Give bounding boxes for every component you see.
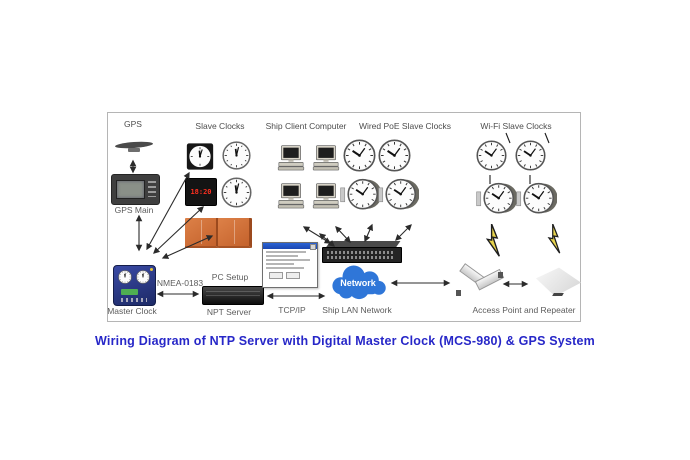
- digital-clock-time: 18:20: [190, 188, 212, 196]
- orange-panel-clock-icon: [185, 218, 219, 248]
- network-switch-icon: [322, 241, 402, 264]
- computer-icon-4: [310, 183, 342, 212]
- orange-panel-clock2-icon: [218, 218, 252, 248]
- access-point-label: Access Point and Repeater: [472, 305, 576, 315]
- poe-clock-icon-2: [378, 139, 411, 172]
- poe-dual-clock-icon-2: [378, 177, 419, 212]
- group-title-wired-poe-clocks: Wired PoE Slave Clocks: [358, 121, 452, 131]
- poe-dual-clock-icon-1: [340, 177, 381, 212]
- group-title-gps: GPS: [124, 119, 142, 129]
- pc-setup-window-text: [266, 251, 306, 253]
- master-clock-label: Master Clock: [107, 306, 157, 316]
- computer-icon-1: [275, 145, 307, 174]
- master-clock-display: [121, 289, 138, 295]
- slave-square-clock-icon: [186, 142, 214, 171]
- master-clock-led: [150, 268, 153, 271]
- gps-antenna-base: [128, 148, 140, 152]
- master-clock-face-right: [136, 270, 150, 284]
- gps-buttons: [148, 181, 156, 197]
- tcpip-label: TCP/IP: [278, 305, 306, 315]
- slave-round-clock-icon: [222, 141, 251, 170]
- gps-receiver-icon: [111, 174, 160, 205]
- master-clock-face-left: [118, 270, 132, 284]
- ship-lan-label: Ship LAN Network: [322, 305, 392, 315]
- repeater-icon: [531, 267, 581, 297]
- gps-main-label: GPS Main: [114, 205, 154, 215]
- computer-icon-2: [310, 145, 342, 174]
- group-title-ship-client-computer: Ship Client Computer: [265, 121, 347, 131]
- wifi-clock-icon-2: [515, 140, 546, 171]
- slave-round-clock2-icon: [221, 177, 252, 208]
- group-title-slave-clocks: Slave Clocks: [195, 121, 245, 131]
- wifi-dual-clock-icon-2: [516, 181, 557, 216]
- wifi-dual-clock-icon-1: [476, 181, 517, 216]
- master-clock-icon: [113, 265, 156, 306]
- gps-screen: [116, 180, 145, 199]
- ntp-server-icon: [202, 286, 264, 305]
- nmea-label: NMEA-0183: [156, 278, 204, 288]
- wifi-clock-icon-1: [476, 140, 507, 171]
- network-cloud-icon: [326, 262, 390, 302]
- poe-clock-icon-1: [343, 139, 376, 172]
- network-cloud-label: Network: [340, 278, 376, 288]
- master-clock-buttons: [121, 298, 147, 302]
- diagram-caption: Wiring Diagram of NTP Server with Digita…: [95, 334, 595, 348]
- ntp-server-label: NPT Server: [206, 307, 252, 317]
- pc-setup-window-buttons: [269, 272, 317, 279]
- computer-icon-3: [275, 183, 307, 212]
- digital-clock-icon: 18:20: [185, 178, 217, 206]
- access-point-icon: [456, 263, 505, 302]
- group-title-wifi-clocks: Wi-Fi Slave Clocks: [480, 121, 552, 131]
- pc-setup-window-icon: [262, 242, 318, 288]
- pc-setup-window-titlebar: [263, 243, 317, 250]
- pc-setup-label: PC Setup: [211, 272, 249, 282]
